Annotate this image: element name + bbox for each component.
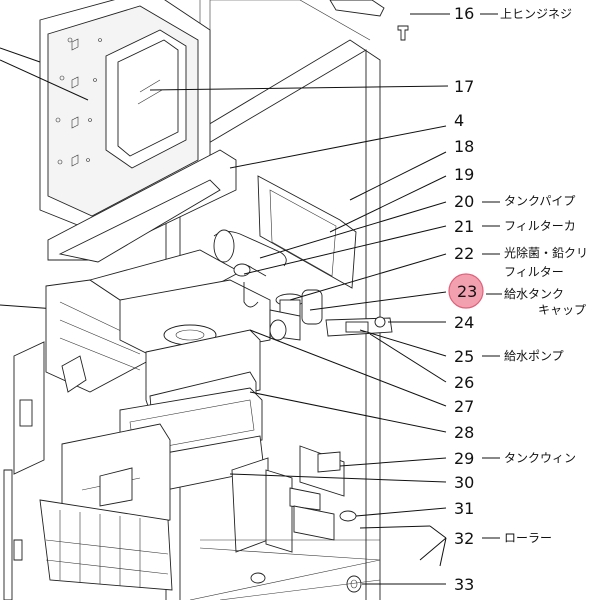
callout-25-number[interactable]: 25 (454, 347, 474, 366)
callout-16-label: 上ヒンジネジ (500, 7, 572, 21)
callout-24-number[interactable]: 24 (454, 313, 474, 332)
callout-22-label-line2: フィルター (504, 265, 564, 279)
callout-23-label-line2: キャップ (538, 303, 586, 317)
callout-32-number[interactable]: 32 (454, 529, 474, 548)
callout-18-number[interactable]: 18 (454, 137, 474, 156)
callouts: 16 上ヒンジネジ 17 4 18 19 20 タンクパイプ 21 フィルターカ… (454, 4, 588, 594)
callout-19-number[interactable]: 19 (454, 165, 474, 184)
callout-20-number[interactable]: 20 (454, 192, 474, 211)
callout-22-label: 光除菌・鉛クリ (504, 245, 588, 260)
callout-27-number[interactable]: 27 (454, 397, 474, 416)
callout-32-label: ローラー (504, 531, 552, 545)
water-tank-assembly (213, 175, 393, 341)
callout-26-number[interactable]: 26 (454, 373, 474, 392)
callout-25-label: 給水ポンプ (504, 349, 564, 363)
lower-right-components (189, 445, 381, 600)
callout-31-number[interactable]: 31 (454, 499, 474, 518)
selected-callout-highlight[interactable] (448, 273, 484, 309)
callout-29-number[interactable]: 29 (454, 449, 474, 468)
callout-30-number[interactable]: 30 (454, 473, 474, 492)
callout-29-label: タンクウィン (504, 451, 576, 465)
callout-21-label: フィルターカ (504, 219, 576, 233)
callout-16-number[interactable]: 16 (454, 4, 474, 23)
hinge-parts (329, 0, 409, 41)
callout-28-number[interactable]: 28 (454, 423, 474, 442)
callout-17-number[interactable]: 17 (454, 77, 474, 96)
callout-23-number[interactable]: 23 (457, 282, 477, 301)
leader-lines (149, 13, 502, 585)
callout-21-number[interactable]: 21 (454, 217, 474, 236)
callout-20-label: タンクパイプ (504, 194, 575, 208)
door-panel (39, 0, 211, 231)
callout-23-label: 給水タンク (504, 287, 564, 301)
callout-4-number[interactable]: 4 (454, 111, 464, 130)
callout-33-number[interactable]: 33 (454, 575, 474, 594)
shelves-and-bins (3, 149, 271, 600)
callout-22-number[interactable]: 22 (454, 244, 474, 263)
